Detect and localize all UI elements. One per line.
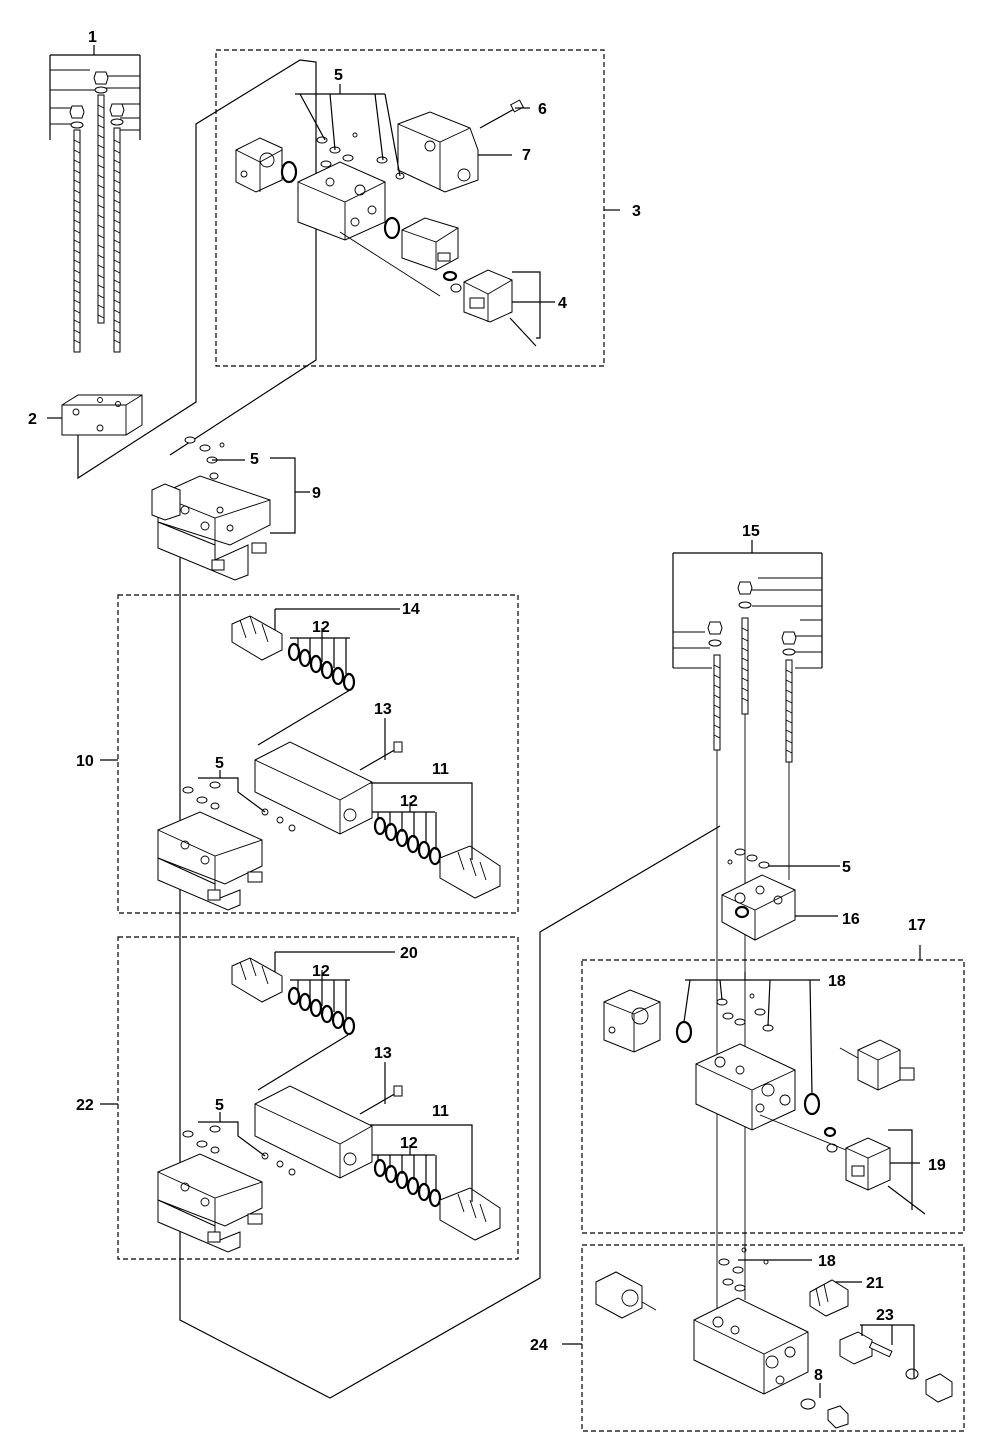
leader-14 xyxy=(274,608,400,630)
callout-4: 4 xyxy=(558,295,567,312)
group-box-10 xyxy=(117,594,519,914)
leader-5-10 xyxy=(198,770,266,813)
callout-5-e: 5 xyxy=(842,859,851,876)
leader-12-mid xyxy=(290,970,350,1018)
callout-5-a: 5 xyxy=(334,67,343,84)
leader-23 xyxy=(860,1324,915,1378)
leader-19 xyxy=(888,1129,920,1210)
assembly-trace-1 xyxy=(77,59,317,480)
valve-assembly-10 xyxy=(157,615,501,911)
callout-11-a: 11 xyxy=(432,761,449,778)
callout-16: 16 xyxy=(842,911,860,928)
callout-18-b: 18 xyxy=(818,1253,836,1270)
group-box-3 xyxy=(215,49,605,367)
callout-11-b: 11 xyxy=(432,1103,449,1120)
callout-1: 1 xyxy=(88,29,97,46)
callout-12-d: 12 xyxy=(400,1135,418,1152)
callout-6: 6 xyxy=(538,101,547,118)
callout-15: 15 xyxy=(742,523,760,540)
callout-24: 24 xyxy=(530,1337,548,1354)
callout-5-b: 5 xyxy=(250,451,259,468)
valve-assembly-22 xyxy=(157,957,501,1253)
callout-12-a: 12 xyxy=(312,619,330,636)
leader-11-12 xyxy=(370,782,473,860)
callout-12-b: 12 xyxy=(400,793,418,810)
callout-21: 21 xyxy=(866,1275,884,1292)
callout-5-c: 5 xyxy=(215,755,224,772)
callout-13-a: 13 xyxy=(374,701,392,718)
leader-11-12b xyxy=(370,1124,473,1202)
callout-2: 2 xyxy=(28,411,37,428)
leader-5-16 xyxy=(768,865,840,917)
end-plate-2 xyxy=(47,394,143,436)
end-plate-16 xyxy=(721,848,796,941)
callout-23: 23 xyxy=(876,1307,894,1324)
leader-4 xyxy=(512,271,555,339)
group-box-24 xyxy=(581,1244,965,1432)
leader-20 xyxy=(274,951,395,972)
callout-20: 20 xyxy=(400,945,418,962)
callout-10: 10 xyxy=(76,753,94,770)
callout-7: 7 xyxy=(522,147,531,164)
valve-assembly-3 xyxy=(235,99,537,347)
tie-rod-set-15 xyxy=(672,540,823,1310)
assembly-trace-3 xyxy=(257,689,351,1091)
callout-9: 9 xyxy=(312,485,321,502)
valve-assembly-24 xyxy=(595,1247,953,1429)
callout-17: 17 xyxy=(908,917,926,934)
tie-rod-set-1 xyxy=(49,45,141,353)
callout-8: 8 xyxy=(814,1367,823,1384)
leader-5-9 xyxy=(212,457,310,534)
valve-assembly-17 xyxy=(603,989,926,1215)
valve-section-9 xyxy=(151,436,271,581)
callout-13-b: 13 xyxy=(374,1045,392,1062)
callout-3: 3 xyxy=(632,203,641,220)
leader-5-top xyxy=(295,84,401,177)
leader-18 xyxy=(683,972,820,1095)
leader-5-22 xyxy=(198,1112,266,1157)
callout-22: 22 xyxy=(76,1097,94,1114)
callout-18-a: 18 xyxy=(828,973,846,990)
leader-12-top xyxy=(290,628,350,674)
callout-5-d: 5 xyxy=(215,1097,224,1114)
callout-14: 14 xyxy=(402,601,420,618)
callout-12-c: 12 xyxy=(312,963,330,980)
callout-19: 19 xyxy=(928,1157,946,1174)
group-box-22 xyxy=(117,936,519,1260)
